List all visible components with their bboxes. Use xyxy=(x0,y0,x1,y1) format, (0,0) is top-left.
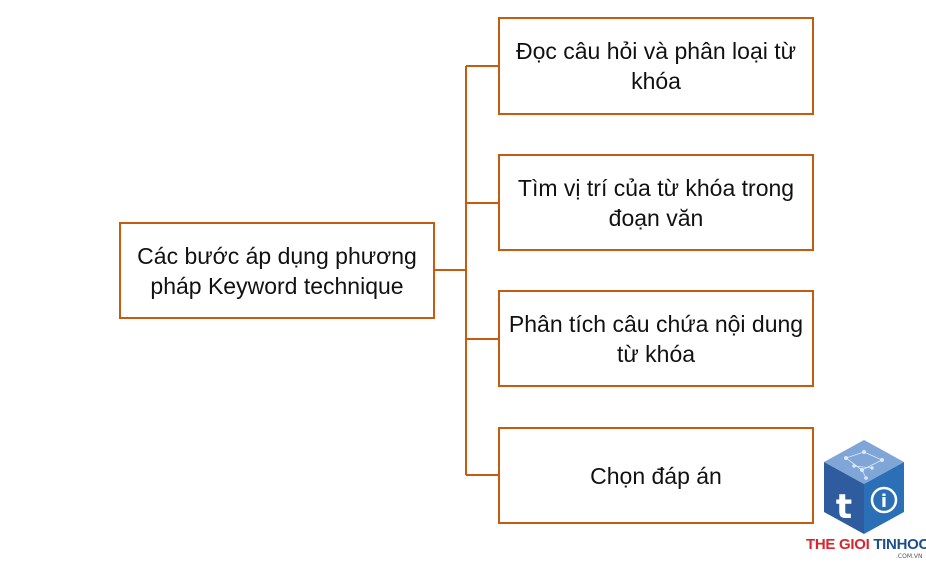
svg-text:t: t xyxy=(836,487,852,527)
brand-watermark: THE GIOI TINHOC xyxy=(806,536,926,553)
root-node: Các bước áp dụng phương pháp Keyword tec… xyxy=(119,222,435,319)
step-node-2: Tìm vị trí của từ khóa trong đoạn văn xyxy=(498,154,814,251)
svg-text:i: i xyxy=(881,491,887,512)
step-node-4: Chọn đáp án xyxy=(498,427,814,524)
step-node-label: Tìm vị trí của từ khóa trong đoạn văn xyxy=(517,174,795,231)
cube-logo-icon: t i xyxy=(824,440,904,534)
step-node-label: Chọn đáp án xyxy=(590,462,722,489)
brand-domain-suffix: .COM.VN xyxy=(896,553,923,560)
brand-name-part1: THE GIOI xyxy=(806,536,870,553)
brand-name-part2: TINHOC xyxy=(873,536,926,553)
root-node-label: Các bước áp dụng phương pháp Keyword tec… xyxy=(137,242,417,299)
step-node-label: Phân tích câu chứa nội dung từ khóa xyxy=(508,310,804,367)
step-node-label: Đọc câu hỏi và phân loại từ khóa xyxy=(515,38,797,94)
step-node-1: Đọc câu hỏi và phân loại từ khóa xyxy=(498,17,814,115)
step-node-3: Phân tích câu chứa nội dung từ khóa xyxy=(498,290,814,387)
